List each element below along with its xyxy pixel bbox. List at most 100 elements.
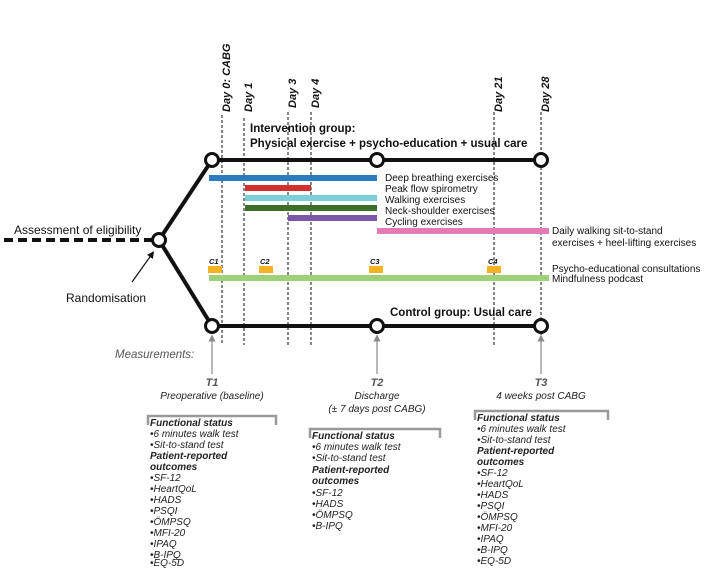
day-labels: Day 0: CABG Day 1 Day 3 Day 4 Day 21 Day…: [221, 43, 552, 112]
peak-flow-bar: [245, 185, 311, 191]
t1-pro-item: •IPAQ: [150, 539, 177, 550]
daily-walking-bar: [377, 228, 549, 234]
walking-label: Walking exercises: [385, 195, 465, 206]
t1-pro-item: •EQ-5D: [150, 558, 184, 568]
consultation-c2-marker: [259, 266, 273, 273]
t1-pro-title-line2: outcomes: [150, 462, 198, 473]
t2-pro-item: •SF-12: [312, 488, 343, 499]
t1-pro-item: •ÖMPSQ: [150, 516, 191, 528]
t2-functional-item: •Sit-to-stand test: [312, 453, 387, 464]
day-label: Day 21: [493, 77, 505, 112]
t3-pro-item: •MFI-20: [477, 523, 513, 534]
day-label: Day 1: [243, 83, 255, 112]
t3-functional-title: Functional status: [477, 413, 560, 424]
consultation-c1-label: C1: [209, 257, 219, 266]
t3-measurement-box: Functional status •6 minutes walk test •…: [477, 413, 567, 567]
day-label: Day 4: [310, 79, 322, 108]
neck-shoulder-bar: [245, 205, 377, 211]
t1-pro-item: •MFI-20: [150, 528, 186, 539]
t2-functional-title: Functional status: [312, 431, 395, 442]
t1-functional-title: Functional status: [150, 418, 233, 429]
t2-bracket: [308, 427, 442, 438]
cycling-bar: [288, 215, 377, 221]
daily-walking-label-line1: Daily walking sit-to-stand: [552, 226, 663, 237]
t3-bracket: [473, 409, 610, 420]
t1-measurement-box: Functional status •6 minutes walk test •…: [150, 418, 240, 568]
consultations: C1 C2 C3 C4 Psycho-educational consultat…: [208, 257, 700, 275]
neck-shoulder-label: Neck-shoulder exercises: [385, 206, 495, 217]
exercise-bars: Deep breathing exercises Peak flow spiro…: [209, 173, 696, 249]
t3-pro-item: •EQ-5D: [477, 556, 511, 567]
t1-pro-item: •HeartQoL: [150, 484, 197, 495]
t1-pro-item: •HADS: [150, 495, 182, 506]
walking-bar: [245, 195, 377, 201]
t2-pro-item: •ÖMPSQ: [312, 509, 353, 521]
cycling-label: Cycling exercises: [385, 217, 463, 228]
t2-pro-item: •B-IPQ: [312, 521, 343, 532]
t1-pro-title-line1: Patient-reported: [150, 451, 228, 462]
t2-pro-item: •HADS: [312, 499, 344, 510]
t2-measurement-box: Functional status •6 minutes walk test •…: [312, 431, 402, 532]
consultation-c4-marker: [487, 266, 501, 273]
day-label: Day 0: CABG: [221, 43, 233, 112]
t2-functional-item: •6 minutes walk test: [312, 442, 402, 453]
t3-desc: 4 weeks post CABG: [496, 391, 586, 402]
assessment-label: Assessment of eligibility: [14, 223, 141, 237]
t1-bracket: [146, 414, 278, 425]
t1-pro-item: •SF-12: [150, 473, 181, 484]
t2-name: T2: [371, 377, 384, 389]
t2-desc-line2: (± 7 days post CABG): [328, 404, 425, 415]
randomisation-node: [151, 232, 167, 248]
consultation-c4-label: C4: [488, 257, 498, 266]
control-node-t3: [533, 318, 549, 334]
t3-pro-item: •ÖMPSQ: [477, 511, 518, 523]
intervention-title-line1: Intervention group:: [250, 123, 355, 135]
mindfulness-podcast-label: Mindfulness podcast: [552, 274, 643, 285]
day-label: Day 3: [287, 79, 299, 108]
intervention-node-t3: [533, 152, 549, 168]
t3-pro-item: •IPAQ: [477, 534, 504, 545]
deep-breathing-bar: [209, 175, 377, 181]
control-node-t2: [369, 318, 385, 334]
t3-pro-item: •SF-12: [477, 468, 508, 479]
t3-pro-title-line2: outcomes: [477, 457, 525, 468]
randomisation-arrow: [131, 251, 155, 283]
consultation-c3-marker: [369, 266, 383, 273]
randomisation-label: Randomisation: [66, 291, 146, 305]
branch-control: [157, 238, 214, 328]
t1-functional-item: •Sit-to-stand test: [150, 440, 225, 451]
intervention-node-t2: [369, 152, 385, 168]
t3-functional-item: •6 minutes walk test: [477, 424, 567, 435]
t3-pro-item: •B-IPQ: [477, 545, 508, 556]
consultation-c2-label: C2: [260, 257, 270, 266]
t2-desc-line1: Discharge: [354, 391, 399, 402]
t3-name: T3: [535, 377, 548, 389]
intervention-node-t1: [204, 152, 220, 168]
t3-pro-item: •PSQI: [477, 501, 505, 512]
measurements-title: Measurements:: [115, 349, 194, 361]
mindfulness-podcast-bar: [209, 275, 549, 281]
intervention-title-line2: Physical exercise + psycho-education + u…: [250, 138, 527, 150]
control-title: Control group: Usual care: [390, 307, 532, 319]
deep-breathing-label: Deep breathing exercises: [385, 173, 498, 184]
consultation-c1-marker: [208, 266, 222, 273]
t3-pro-item: •HADS: [477, 490, 509, 501]
t3-pro-title-line1: Patient-reported: [477, 446, 555, 457]
peak-flow-label: Peak flow spirometry: [385, 184, 478, 195]
consultation-c3-label: C3: [370, 257, 380, 266]
t1-desc: Preoperative (baseline): [160, 391, 263, 402]
t1-name: T1: [206, 377, 219, 389]
branch-intervention: [157, 158, 214, 242]
daily-walking-label-line2: exercises + heel-lifting exercises: [552, 238, 696, 249]
t1-pro-item: •PSQI: [150, 506, 178, 517]
consultations-legend: Psycho-educational consultations: [552, 264, 700, 275]
t1-pro-item: •B-IPQ: [150, 550, 181, 561]
control-node-t1: [204, 318, 220, 334]
t2-pro-title-line1: Patient-reported: [312, 465, 390, 476]
t1-functional-item: •6 minutes walk test: [150, 429, 240, 440]
day-label: Day 28: [540, 76, 552, 112]
t3-pro-item: •HeartQoL: [477, 479, 524, 490]
t2-pro-title-line2: outcomes: [312, 476, 360, 487]
t3-functional-item: •Sit-to-stand test: [477, 435, 552, 446]
